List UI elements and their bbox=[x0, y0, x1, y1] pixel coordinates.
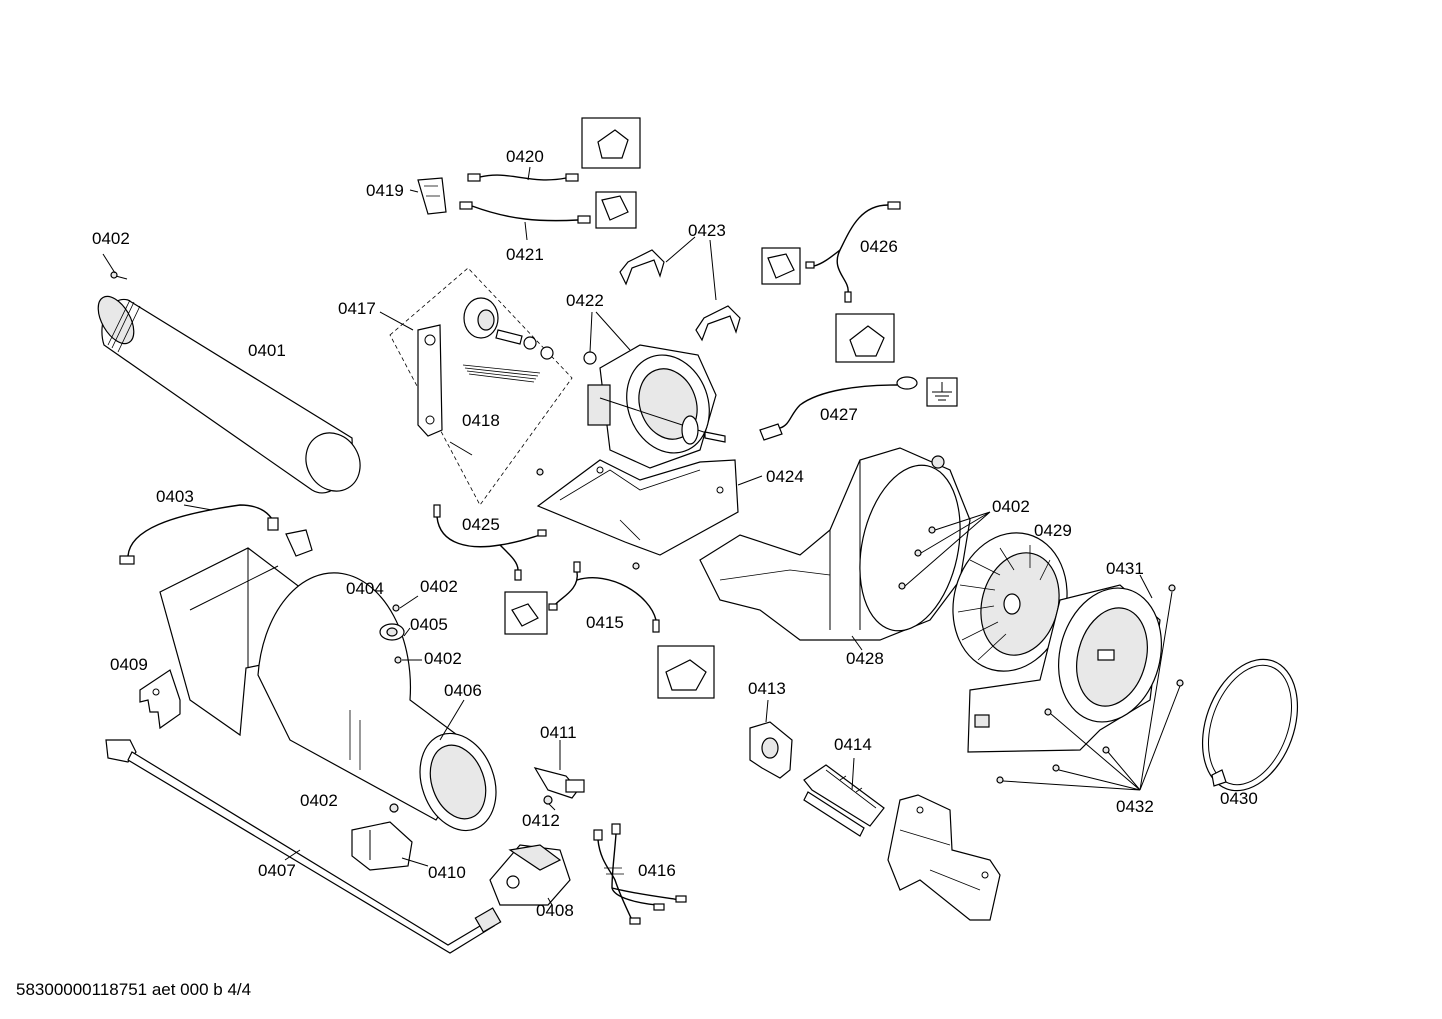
part-0406-heater-box bbox=[159, 547, 497, 832]
label-0422: 0422 bbox=[566, 291, 604, 310]
symbol-box-4 bbox=[657, 645, 715, 699]
symbol-box-6 bbox=[835, 313, 895, 363]
symbol-box-1 bbox=[581, 117, 641, 169]
symbol-box-3 bbox=[504, 591, 548, 635]
part-0414-burner bbox=[803, 757, 885, 837]
label-0408: 0408 bbox=[536, 901, 574, 920]
part-0405-thermostat bbox=[379, 595, 422, 664]
ground-symbol-box bbox=[926, 377, 958, 407]
label-0402-top-left: 0402 bbox=[92, 229, 130, 248]
label-0406: 0406 bbox=[444, 681, 482, 700]
label-0418: 0418 bbox=[462, 411, 500, 430]
part-0428-blower-housing bbox=[699, 447, 971, 651]
label-0403: 0403 bbox=[156, 487, 194, 506]
part-0429-impeller bbox=[952, 532, 1068, 672]
part-0419-switch bbox=[409, 177, 447, 215]
part-0409-bracket bbox=[139, 669, 181, 730]
label-0414: 0414 bbox=[834, 735, 872, 754]
label-0419: 0419 bbox=[366, 181, 404, 200]
part-0424-motor-mount bbox=[536, 459, 763, 570]
part-0415-wire bbox=[548, 561, 660, 633]
part-0420-wire bbox=[467, 166, 579, 182]
part-0431-back-plate bbox=[967, 574, 1163, 753]
label-0425: 0425 bbox=[462, 515, 500, 534]
part-0411-igniter bbox=[533, 740, 585, 799]
label-0424: 0424 bbox=[766, 467, 804, 486]
label-0416: 0416 bbox=[638, 861, 676, 880]
part-0413-holder bbox=[749, 699, 793, 779]
part-0423-clamps bbox=[619, 236, 741, 342]
part-0416-harness bbox=[593, 823, 687, 925]
label-0431: 0431 bbox=[1106, 559, 1144, 578]
symbol-box-2 bbox=[595, 191, 637, 229]
part-0421-wire bbox=[459, 201, 591, 241]
label-0402-mid-a: 0402 bbox=[420, 577, 458, 596]
part-0410-valve-coil bbox=[351, 803, 429, 871]
label-0415: 0415 bbox=[586, 613, 624, 632]
part-0403-sensor bbox=[119, 504, 313, 565]
label-0402-bottom: 0402 bbox=[300, 791, 338, 810]
part-0430-belt bbox=[1201, 658, 1299, 792]
part-0426-wire bbox=[805, 201, 901, 303]
label-0430: 0430 bbox=[1220, 789, 1258, 808]
label-0405: 0405 bbox=[410, 615, 448, 634]
label-0432: 0432 bbox=[1116, 797, 1154, 816]
label-0409: 0409 bbox=[110, 655, 148, 674]
part-0412-screw bbox=[543, 795, 556, 811]
label-0404: 0404 bbox=[346, 579, 384, 598]
label-0420: 0420 bbox=[506, 147, 544, 166]
label-0407: 0407 bbox=[258, 861, 296, 880]
label-0412: 0412 bbox=[522, 811, 560, 830]
label-0421: 0421 bbox=[506, 245, 544, 264]
label-0411: 0411 bbox=[540, 723, 577, 742]
screw-0402-a bbox=[102, 253, 128, 280]
label-0413: 0413 bbox=[748, 679, 786, 698]
label-0417: 0417 bbox=[338, 299, 376, 318]
label-0429: 0429 bbox=[1034, 521, 1072, 540]
label-0423: 0423 bbox=[688, 221, 726, 240]
part-0407-gas-pipe bbox=[105, 739, 502, 954]
label-0427: 0427 bbox=[820, 405, 858, 424]
label-0402-mid-b: 0402 bbox=[424, 649, 462, 668]
part-0427-ground-wire bbox=[759, 376, 918, 441]
label-0410: 0410 bbox=[428, 863, 466, 882]
document-id: 58300000118751 aet 000 b 4/4 bbox=[16, 980, 252, 999]
label-0402-right: 0402 bbox=[992, 497, 1030, 516]
part-mount-bracket bbox=[887, 794, 1001, 921]
part-0425-wire bbox=[433, 504, 547, 581]
part-0401-tube bbox=[97, 295, 361, 494]
part-0417-idler-assembly bbox=[379, 267, 573, 506]
symbol-box-5 bbox=[761, 247, 801, 285]
part-0408-gas-valve bbox=[489, 844, 571, 906]
label-0426: 0426 bbox=[860, 237, 898, 256]
screws-0432 bbox=[996, 584, 1184, 791]
screws-0402-housing bbox=[898, 511, 991, 590]
label-0428: 0428 bbox=[846, 649, 884, 668]
label-0401: 0401 bbox=[248, 341, 286, 360]
part-0422-motor bbox=[583, 311, 726, 469]
